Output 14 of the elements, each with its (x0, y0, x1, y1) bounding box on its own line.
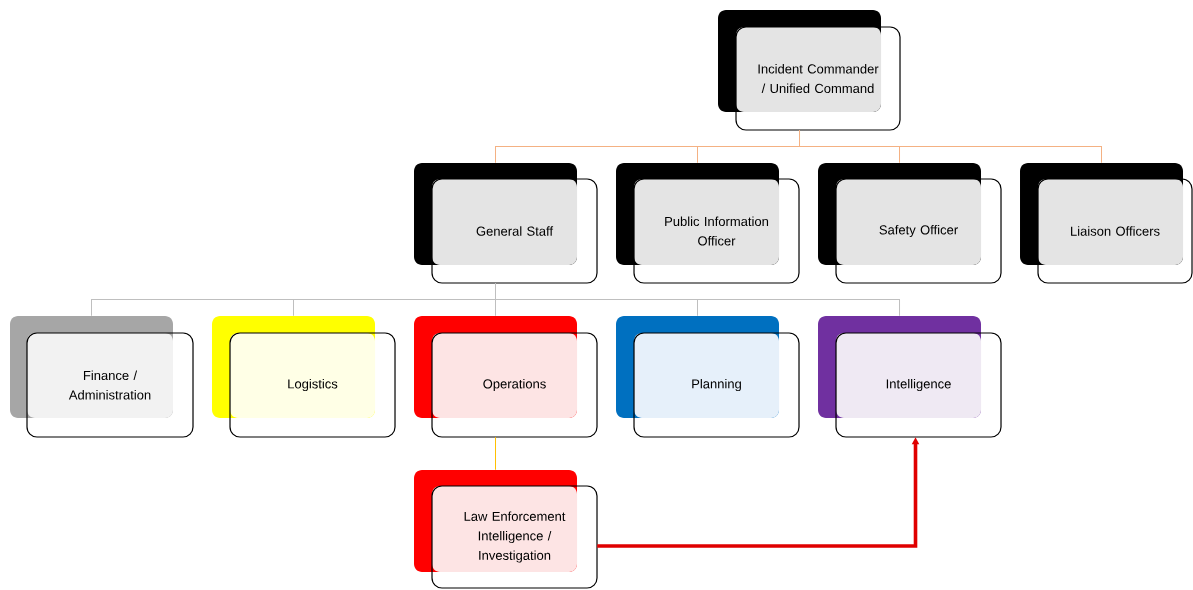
org-box: Intelligence (818, 316, 1002, 438)
connector (799, 129, 1102, 164)
org-box: Operations (414, 316, 598, 438)
org-box: General Staff (414, 163, 598, 284)
org-box: Logistics (212, 316, 396, 438)
org-box: Finance / Administration (10, 316, 194, 438)
org-box: Incident Commander / Unified Command (718, 10, 901, 131)
org-box: Safety Officer (818, 163, 1002, 284)
org-box: Public Information Officer (616, 163, 800, 284)
connector (495, 436, 496, 471)
connector (495, 282, 900, 317)
org-box: Law Enforcement Intelligence / Investigation (414, 470, 598, 589)
org-box: Planning (616, 316, 800, 438)
org-box: Liaison Officers (1020, 163, 1193, 284)
